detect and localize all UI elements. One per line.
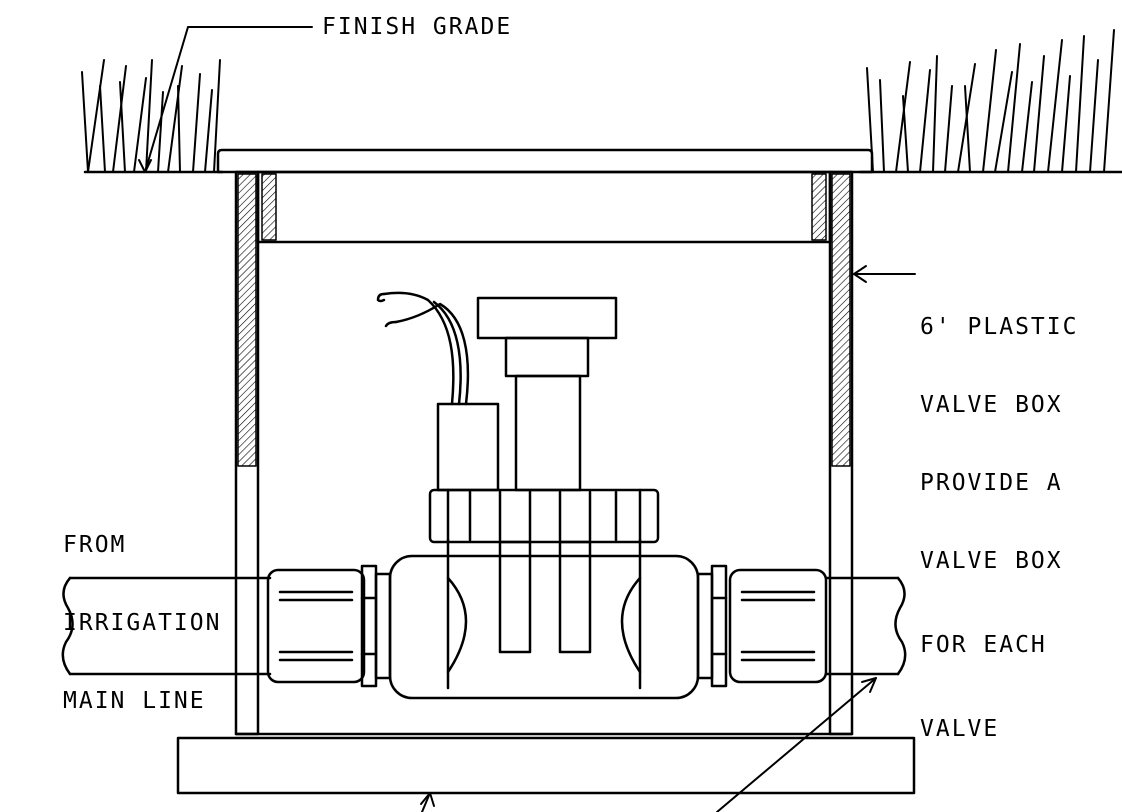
valve-box-note: 6' PLASTIC VALVE BOX PROVIDE A VALVE BOX… xyxy=(920,262,1078,768)
grass-left xyxy=(81,59,221,173)
valve-body xyxy=(388,538,700,700)
valve-box-note-line: FOR EACH xyxy=(920,632,1047,658)
right-coupling xyxy=(696,564,828,688)
valve-box-wall-hatch-left xyxy=(237,173,257,467)
valve-box-note-line: VALVE BOX xyxy=(920,548,1063,574)
left-coupling xyxy=(266,564,392,688)
inlet-pipe xyxy=(61,576,272,676)
finish-grade-label: FINISH GRADE xyxy=(322,14,513,40)
main-line-note-line: IRRIGATION xyxy=(63,610,222,636)
flow-control-handle xyxy=(476,296,618,492)
valve-box-note-line: 6' PLASTIC xyxy=(920,314,1079,340)
valve-box-arrow xyxy=(853,265,867,283)
valve-box-note-line: PROVIDE A xyxy=(920,470,1063,496)
valve-box-wall-hatch-right xyxy=(831,173,851,467)
gravel-arrow xyxy=(420,792,435,807)
finish-grade-arrow xyxy=(138,159,152,173)
gravel-base xyxy=(176,736,916,795)
lid-skirt-hatch-left xyxy=(261,173,277,241)
pipe-leader xyxy=(716,677,877,812)
valve-box-note-line: VALVE BOX xyxy=(920,392,1063,418)
valve-bonnet xyxy=(428,488,660,654)
solenoid xyxy=(376,291,500,492)
grass-right xyxy=(866,29,1115,173)
valve-box-lid xyxy=(216,148,874,174)
main-line-note: FROM IRRIGATION MAIN LINE xyxy=(63,480,221,740)
valve-box-note-line: VALVE xyxy=(920,716,1000,742)
pipe-arrow xyxy=(861,677,877,693)
main-line-note-line: FROM xyxy=(63,532,127,558)
finish-grade-leader xyxy=(144,26,313,173)
main-line-note-line: MAIN LINE xyxy=(63,688,206,714)
outlet-pipe xyxy=(824,576,907,676)
lid-skirt-hatch-right xyxy=(811,173,827,241)
lid-skirt xyxy=(256,170,832,244)
